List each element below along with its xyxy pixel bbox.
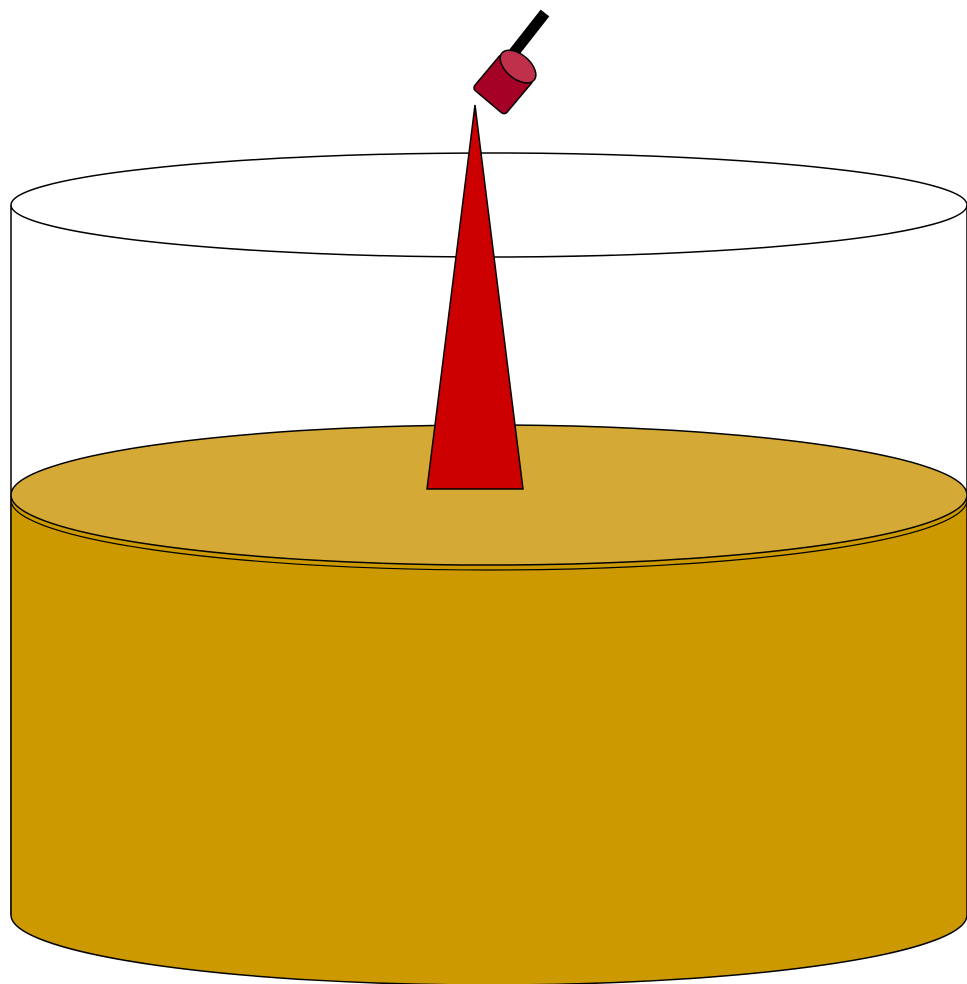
sensor-icon (472, 44, 541, 115)
beam-cone (427, 105, 523, 489)
liquid-body (11, 500, 967, 984)
